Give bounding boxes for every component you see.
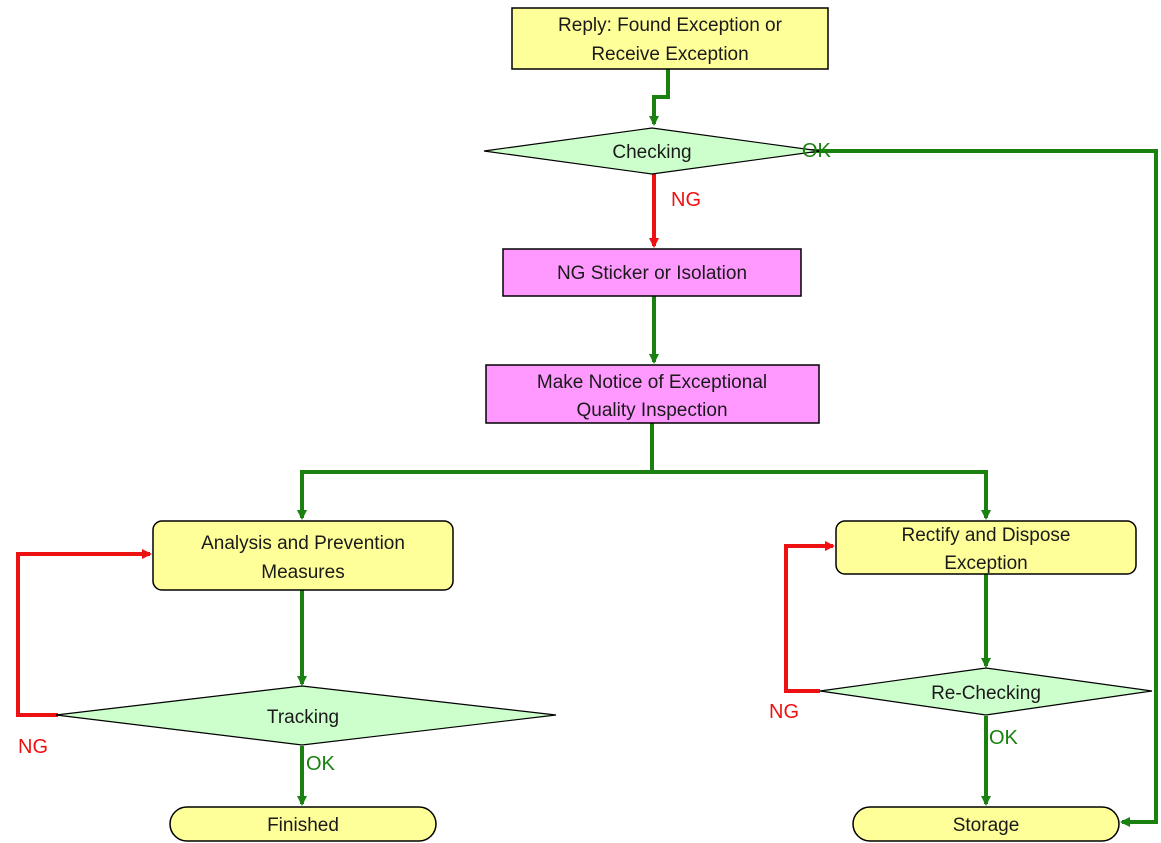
node-reply-line1: Reply: Found Exception or [558,15,783,36]
node-analysis: Analysis and Prevention Measures [152,520,454,591]
connectors [16,69,1158,827]
label-tracking-ok: OK [306,753,336,775]
edge-split-to-analysis [297,470,652,520]
label-tracking-ng: NG [18,736,48,758]
edge-split-to-rectify [652,470,991,520]
node-make-notice: Make Notice of Exceptional Quality Inspe… [485,364,820,424]
node-make-notice-line2: Quality Inspection [576,400,727,421]
node-ng-sticker: NG Sticker or Isolation [502,248,802,297]
label-rechecking-ng: NG [769,701,799,723]
label-checking-ok: OK [802,140,832,162]
node-tracking: Tracking [55,685,557,746]
node-rectify: Rectify and Dispose Exception [835,520,1137,575]
node-ng-sticker-label: NG Sticker or Isolation [557,263,747,284]
node-finished-label: Finished [267,815,339,836]
node-analysis-line2: Measures [261,562,344,583]
node-rectify-line2: Exception [944,553,1027,574]
edge-checking-ok-to-storage [806,149,1158,827]
node-rechecking: Re-Checking [819,667,1153,716]
node-rectify-line1: Rectify and Dispose [902,525,1071,546]
node-storage: Storage [852,806,1120,842]
node-rechecking-label: Re-Checking [931,683,1041,704]
edge-tracking-ng-to-analysis [16,549,152,717]
node-checking: Checking [483,127,821,175]
node-storage-label: Storage [953,815,1020,836]
label-rechecking-ok: OK [989,727,1019,749]
node-checking-label: Checking [612,142,691,163]
edge-reply-to-checking [649,69,670,126]
node-make-notice-line1: Make Notice of Exceptional [537,372,767,393]
edge-labels: OK NG NG OK NG OK [18,140,1019,775]
node-reply: Reply: Found Exception or Receive Except… [511,7,829,70]
node-finished: Finished [169,806,437,842]
node-reply-line2: Receive Exception [591,44,748,65]
edge-rechecking-ng-to-rectify [784,541,835,693]
label-checking-ng: NG [671,189,701,211]
node-analysis-line1: Analysis and Prevention [201,533,405,554]
node-tracking-label: Tracking [267,707,339,728]
